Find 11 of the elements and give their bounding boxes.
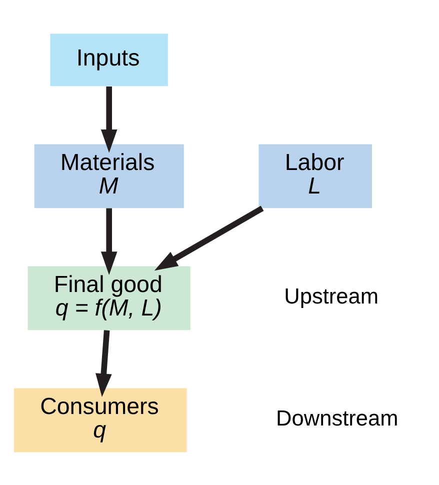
node-box: Inputs bbox=[50, 33, 168, 86]
arrow bbox=[100, 208, 118, 274]
label: Upstream bbox=[284, 282, 379, 308]
node-box: Final good q = f(M, L) bbox=[28, 266, 190, 330]
arrow bbox=[96, 330, 112, 396]
arrow bbox=[154, 205, 264, 270]
label: Downstream bbox=[276, 404, 398, 430]
node-box: Labor L bbox=[258, 144, 372, 208]
arrow bbox=[100, 86, 118, 152]
node-box: Materials M bbox=[34, 144, 184, 208]
node-box: Consumers q bbox=[14, 388, 187, 452]
